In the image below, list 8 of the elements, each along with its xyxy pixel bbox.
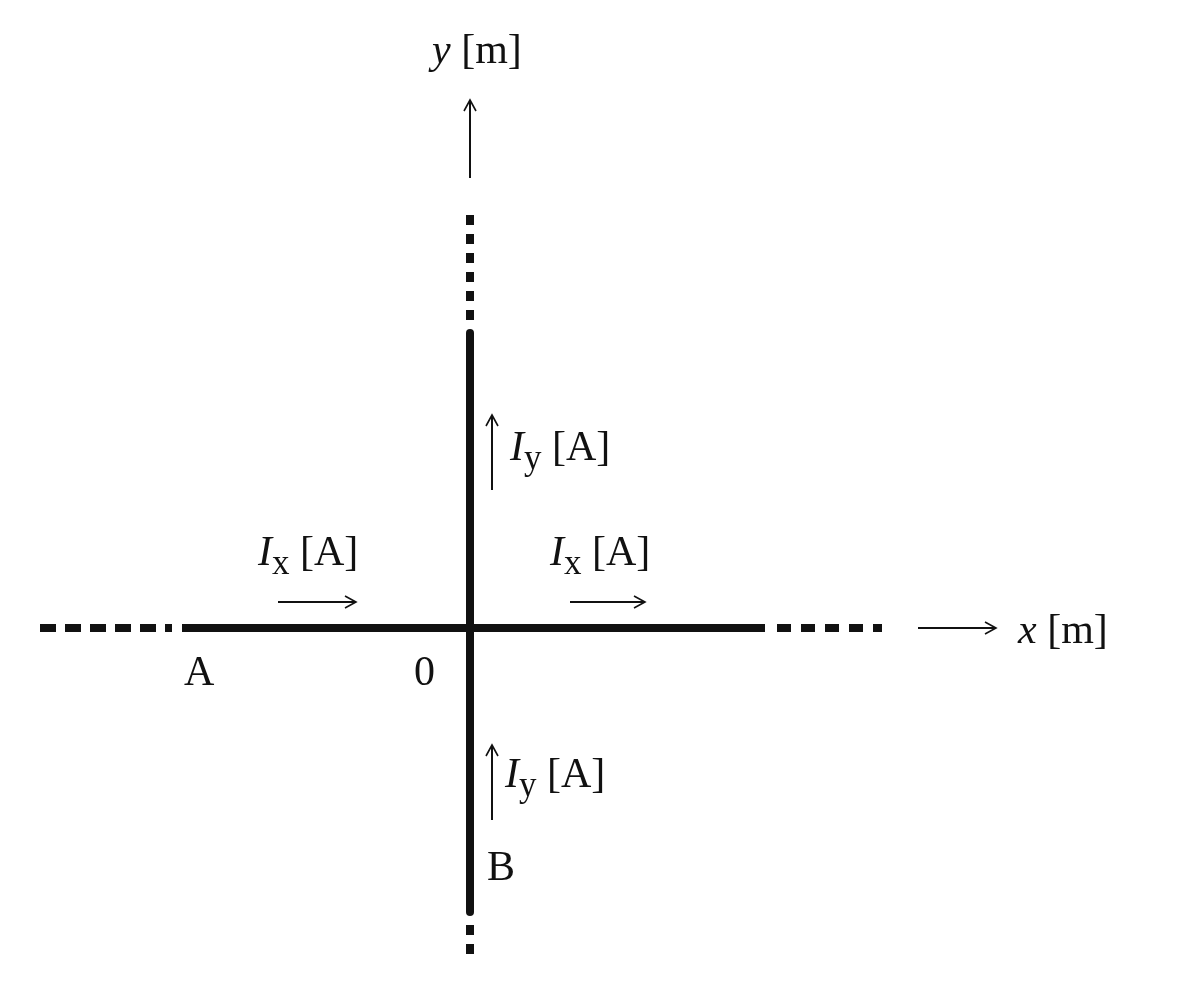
current-label: I$_{x}$ [A] bbox=[258, 530, 359, 581]
point-label: A bbox=[184, 650, 215, 692]
current-label: I$_{y}$ [A] bbox=[510, 425, 611, 476]
axis-label: x [m] bbox=[1018, 608, 1108, 650]
point-label: B bbox=[487, 845, 515, 887]
current-label: I$_{y}$ [A] bbox=[505, 752, 606, 803]
current-label: I$_{x}$ [A] bbox=[550, 530, 651, 581]
origin-label: 0 bbox=[414, 650, 435, 692]
